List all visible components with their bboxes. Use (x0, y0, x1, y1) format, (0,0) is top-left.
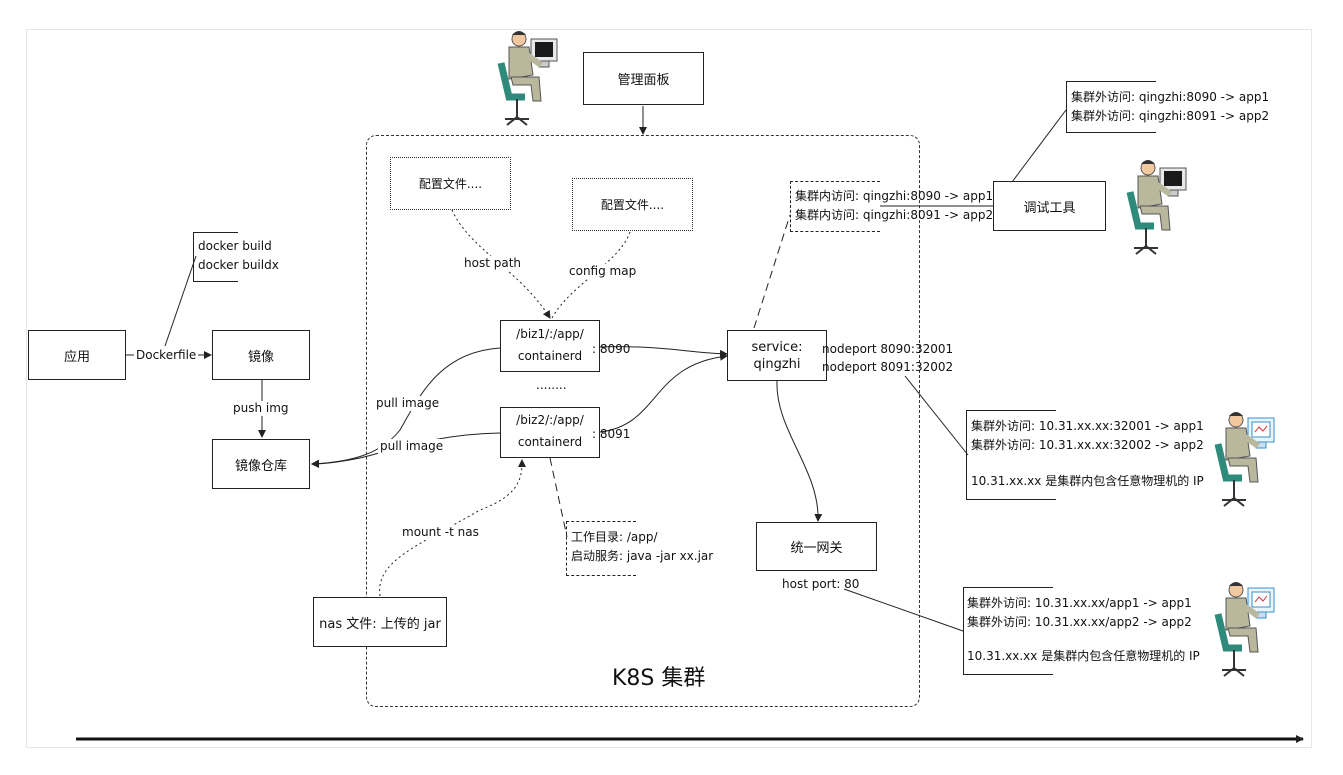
host-port-label: host port: 80 (782, 577, 860, 591)
internal-note-line: 集群内访问: qingzhi:8091 -> app2 (795, 208, 994, 222)
biz2-pull-image-arrow (311, 432, 501, 468)
app-box: 应用 (28, 330, 126, 380)
biz2-runtime: containerd (517, 435, 583, 449)
biz2-to-service-arrow (599, 352, 728, 433)
docker-note-line: docker build (198, 239, 272, 253)
person-at-computer-icon (1126, 160, 1187, 255)
host-path-connector (451, 209, 551, 319)
docker-note: docker build docker buildx (198, 237, 279, 275)
external-debug-note-line: 集群外访问: qingzhi:8090 -> app1 (1071, 90, 1270, 104)
internal-note-line: 集群内访问: qingzhi:8090 -> app1 (795, 189, 994, 203)
service-internal-note-connector (753, 214, 791, 329)
gateway-note-connector (843, 588, 964, 632)
port-8090-label: : 8090 (592, 342, 631, 356)
workdir-note-line: 工作目录: /app/ (571, 530, 658, 544)
nodeport-ip-note: 10.31.xx.xx 是集群内包含任意物理机的 IP (971, 474, 1204, 488)
person-at-computer-icon (1214, 412, 1275, 507)
gateway-note-line: 集群外访问: 10.31.xx.xx/app2 -> app2 (967, 615, 1192, 629)
k8s-cluster-boundary (366, 135, 920, 707)
biz1-pull-image-arrow (311, 347, 501, 468)
biz2-path: /biz2/:/app/ (516, 413, 584, 427)
nas-mount-connector (379, 459, 526, 597)
dashboard-box: 管理面板 (583, 52, 704, 105)
diagram-frame (26, 29, 1312, 748)
docker-note-bracket (193, 232, 238, 282)
workdir-note: 工作目录: /app/ 启动服务: java -jar xx.jar (571, 528, 713, 566)
nodeport-note-bracket (966, 410, 1056, 500)
nodeport-note: 集群外访问: 10.31.xx.xx:32001 -> app1 集群外访问: … (971, 417, 1204, 491)
push-img-label: push img (231, 401, 291, 416)
biz1-path: /biz1/:/app/ (516, 327, 584, 341)
workdir-note-connector (549, 457, 568, 538)
workdir-note-bracket (566, 521, 636, 576)
gateway-note-line: 集群外访问: 10.31.xx.xx/app1 -> app1 (967, 596, 1192, 610)
biz1-to-service-arrow (599, 346, 728, 358)
cluster-title: K8S 集群 (612, 666, 706, 691)
nas-box: nas 文件: 上传的 jar (313, 597, 447, 647)
registry-box: 镜像仓库 (212, 439, 310, 489)
workdir-note-line: 启动服务: java -jar xx.jar (571, 549, 714, 563)
external-debug-note: 集群外访问: qingzhi:8090 -> app1 集群外访问: qingz… (1071, 88, 1269, 126)
nodeport-note-line: 集群外访问: 10.31.xx.xx:32002 -> app2 (971, 438, 1204, 452)
container-ellipsis: ........ (536, 378, 567, 392)
service-to-gateway-arrow (776, 380, 823, 522)
biz1-runtime: containerd (517, 349, 583, 363)
external-debug-note-line: 集群外访问: qingzhi:8091 -> app2 (1071, 109, 1270, 123)
nodeport-note-line: 集群外访问: 10.31.xx.xx:32001 -> app1 (971, 419, 1204, 433)
debug-tool-box: 调试工具 (993, 181, 1106, 231)
service-name: qingzhi (753, 356, 801, 372)
internal-note: 集群内访问: qingzhi:8090 -> app1 集群内访问: qingz… (795, 187, 993, 225)
gateway-note-bracket (963, 587, 1053, 675)
external-debug-note-bracket (1066, 81, 1156, 133)
host-path-label: host path (462, 256, 523, 271)
service-label: service: (751, 339, 803, 355)
internal-note-bracket (790, 181, 880, 232)
port-8091-label: : 8091 (592, 427, 631, 441)
person-at-computer-icon (1214, 582, 1275, 677)
config-file-box-2: 配置文件.... (572, 178, 693, 231)
docker-note-line: docker buildx (198, 258, 279, 272)
dockerfile-label: Dockerfile (134, 348, 199, 363)
gateway-ip-note: 10.31.xx.xx 是集群内包含任意物理机的 IP (967, 649, 1200, 663)
config-map-label: config map (567, 264, 639, 279)
mount-nas-label: mount -t nas (400, 525, 481, 540)
config-file-box-1: 配置文件.... (390, 157, 511, 210)
pull-image-label-2: pull image (378, 439, 446, 454)
gateway-box: 统一网关 (756, 522, 877, 571)
biz1-container: /biz1/:/app/ containerd (500, 320, 600, 372)
pull-image-label-1: pull image (374, 396, 442, 411)
person-at-computer-icon (497, 31, 558, 126)
biz2-container: /biz2/:/app/ containerd (500, 407, 600, 458)
nodeport-label-2: nodeport 8091:32002 (822, 360, 954, 374)
nodeport-note-connector (904, 375, 969, 456)
nodeport-label-1: nodeport 8090:32001 (822, 342, 954, 356)
service-box: service: qingzhi (727, 330, 827, 381)
gateway-note: 集群外访问: 10.31.xx.xx/app1 -> app1 集群外访问: 1… (967, 594, 1200, 666)
image-box: 镜像 (212, 330, 310, 380)
docker-note-connector (164, 255, 197, 347)
debug-note-connector (1011, 109, 1067, 183)
